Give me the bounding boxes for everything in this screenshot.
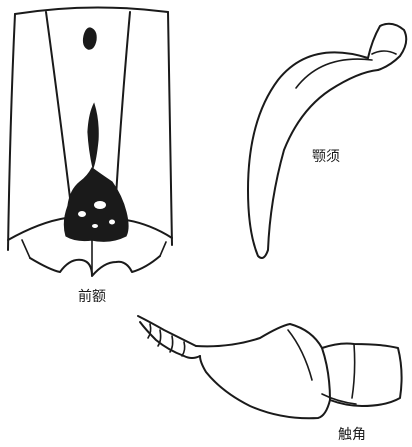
frontal-patch-highlights: [78, 201, 115, 228]
maxillary-palp-label: 颚须: [312, 149, 340, 165]
frontal-plate-outline: [7, 6, 173, 251]
antenna-outline: [137, 315, 403, 420]
frontal-upper-spot: [82, 27, 97, 50]
frontal-label: 前额: [78, 289, 106, 305]
antenna-label: 触角: [338, 427, 366, 443]
maxillary-palp-outline: [247, 22, 408, 259]
frontal-lower-lobes: [7, 217, 173, 277]
